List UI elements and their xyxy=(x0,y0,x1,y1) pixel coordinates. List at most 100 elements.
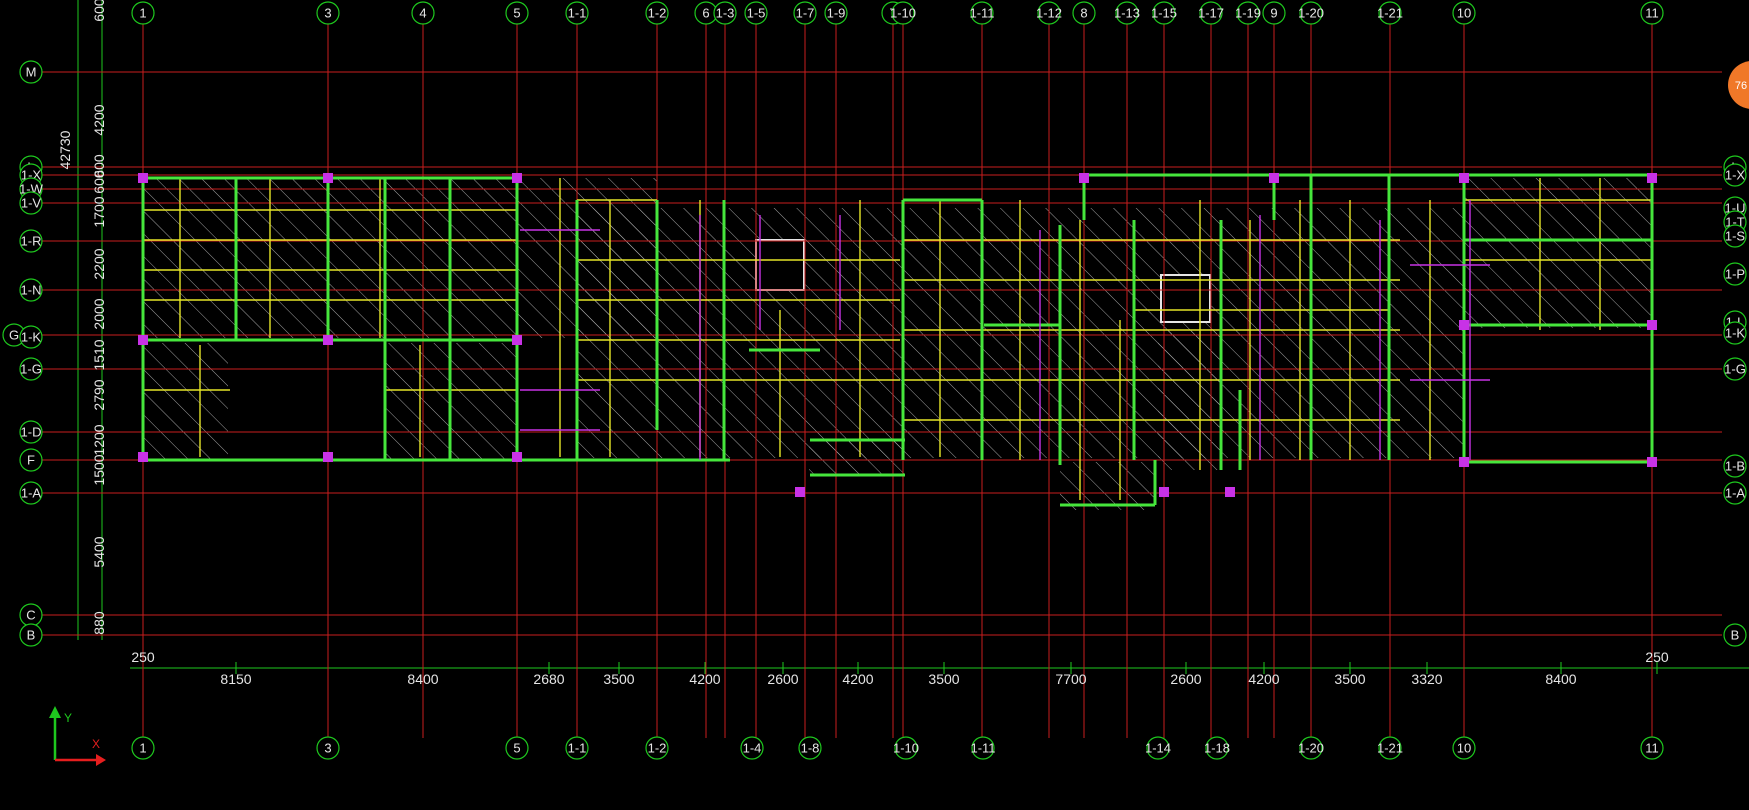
grid-bubble-left[interactable]: 1-D xyxy=(19,420,43,444)
grid-bubble-right[interactable]: 1-X xyxy=(1723,163,1747,187)
grid-bubble-left[interactable]: M xyxy=(19,60,43,84)
grid-bubble-top[interactable]: 1-5 xyxy=(744,1,768,25)
grid-bubble-left[interactable]: B xyxy=(19,623,43,647)
grid-bubble-top[interactable]: 8 xyxy=(1072,1,1096,25)
grid-bubble-label: 1-V xyxy=(21,196,42,211)
grid-bubble-bottom[interactable]: 10 xyxy=(1452,736,1476,760)
grid-bubble-top[interactable]: 1-21 xyxy=(1377,1,1403,25)
dimension-horizontal: 8400 xyxy=(407,671,438,687)
grid-bubble-circle xyxy=(19,420,43,444)
grid-bubble-right[interactable]: 1-G xyxy=(1723,357,1747,381)
grid-bubble-label: 1-K xyxy=(21,330,42,345)
grid-bubble-bottom[interactable]: 11 xyxy=(1640,736,1664,760)
grid-bubble-label: 1-18 xyxy=(1204,741,1230,756)
grid-bubble-top[interactable]: 1-1 xyxy=(565,1,589,25)
grid-bubble-bottom[interactable]: 1-11 xyxy=(970,736,996,760)
grid-bubble-label: 1-10 xyxy=(893,741,919,756)
grid-bubble-circle xyxy=(1723,481,1747,505)
grid-bubble-left[interactable]: F xyxy=(19,448,43,472)
grid-bubble-bottom[interactable]: 1-2 xyxy=(645,736,669,760)
grid-bubble-left[interactable]: 1-V xyxy=(19,191,43,215)
grid-bubble-top[interactable]: 1-7 xyxy=(793,1,817,25)
grid-bubble-label: 1-7 xyxy=(796,6,815,21)
grid-bubble-right[interactable]: 1-P xyxy=(1723,262,1747,286)
grid-bubble-circle xyxy=(19,325,43,349)
dimension-vertical: 5400 xyxy=(91,536,107,567)
room-hatch xyxy=(903,208,984,458)
column xyxy=(1647,173,1657,183)
grid-bubble-left[interactable]: 1-R xyxy=(19,229,43,253)
grid-bubble-top[interactable]: 1-17 xyxy=(1198,1,1224,25)
grid-bubble-bottom[interactable]: 1 xyxy=(131,736,155,760)
grid-bubble-top[interactable]: 9 xyxy=(1262,1,1286,25)
ucs-x-label: X xyxy=(92,737,100,751)
grid-bubble-bottom[interactable]: 3 xyxy=(316,736,340,760)
grid-bubble-label: C xyxy=(26,608,35,623)
dimension-horizontal: 2680 xyxy=(533,671,564,687)
grid-bubble-label: 1-P xyxy=(1725,267,1745,282)
notification-badge[interactable]: 76 xyxy=(1728,61,1749,109)
grid-bubble-top[interactable]: 1-19 xyxy=(1235,1,1261,25)
grid-bubble-right[interactable]: 1-K xyxy=(1723,321,1747,345)
grid-bubble-circle xyxy=(1640,736,1664,760)
grid-bubble-bottom[interactable]: 1-4 xyxy=(740,736,764,760)
grid-bubble-left[interactable]: 1-G xyxy=(19,357,43,381)
grid-bubble-circle xyxy=(19,481,43,505)
grid-bubble-left[interactable]: C xyxy=(19,603,43,627)
grid-bubble-top[interactable]: 1-12 xyxy=(1036,1,1062,25)
grid-bubble-circle xyxy=(565,1,589,25)
grid-bubble-top[interactable]: 1 xyxy=(131,1,155,25)
grid-bubble-bottom[interactable]: 1-10 xyxy=(893,736,919,760)
grid-bubble-circle xyxy=(1378,1,1402,25)
grid-bubble-label: 1-19 xyxy=(1235,6,1261,21)
grid-bubble-top[interactable]: 3 xyxy=(316,1,340,25)
grid-bubble-left[interactable]: 1-K xyxy=(19,325,43,349)
grid-bubble-label: 1-11 xyxy=(969,6,994,21)
grid-bubble-bottom[interactable]: 1-21 xyxy=(1377,736,1403,760)
grid-bubble-label: 1-13 xyxy=(1114,6,1140,21)
grid-bubble-right[interactable]: 1-S xyxy=(1723,224,1747,248)
grid-bubble-top[interactable]: 1-11 xyxy=(969,1,995,25)
grid-bubble-circle xyxy=(505,1,529,25)
grid-bubble-bottom[interactable]: 1-20 xyxy=(1298,736,1324,760)
grid-bubble-circle xyxy=(1723,163,1747,187)
column xyxy=(512,173,522,183)
grid-bubble-right[interactable]: 1-A xyxy=(1723,481,1747,505)
grid-bubble-top[interactable]: 1-15 xyxy=(1151,1,1177,25)
grid-bubble-circle xyxy=(1452,1,1476,25)
grid-bubble-bottom[interactable]: 1-18 xyxy=(1204,736,1230,760)
grid-bubble-bottom[interactable]: 1-8 xyxy=(798,736,822,760)
column xyxy=(323,173,333,183)
grid-bubble-circle xyxy=(798,736,822,760)
grid-bubble-circle xyxy=(19,278,43,302)
room-hatch xyxy=(824,208,902,458)
grid-bubble-bottom[interactable]: 1-14 xyxy=(1145,736,1171,760)
grid-bubble-top[interactable]: 1-20 xyxy=(1298,1,1324,25)
grid-bubble-circle xyxy=(505,736,529,760)
stair-opening xyxy=(755,239,805,291)
grid-bubble-left[interactable]: 1-A xyxy=(19,481,43,505)
grid-bubble-top[interactable]: 11 xyxy=(1640,1,1664,25)
grid-bubble-top[interactable]: 1-9 xyxy=(824,1,848,25)
grid-bubble-circle xyxy=(131,1,155,25)
grid-bubble-top[interactable]: 1-13 xyxy=(1114,1,1140,25)
grid-bubble-circle xyxy=(1723,357,1747,381)
grid-bubble-label: 1-20 xyxy=(1298,741,1324,756)
grid-bubble-bottom[interactable]: 1-1 xyxy=(565,736,589,760)
grid-bubble-label: 11 xyxy=(1645,6,1659,21)
grid-bubble-top[interactable]: 4 xyxy=(411,1,435,25)
grid-bubble-top[interactable]: 10 xyxy=(1452,1,1476,25)
grid-bubble-top[interactable]: 1-10 xyxy=(890,1,916,25)
grid-bubble-top[interactable]: 1-3 xyxy=(713,1,737,25)
grid-bubble-label: 4 xyxy=(419,6,426,21)
grid-bubble-left[interactable]: 1-N xyxy=(19,278,43,302)
column xyxy=(1159,487,1169,497)
grid-bubble-bottom[interactable]: 5 xyxy=(505,736,529,760)
grid-bubble-top[interactable]: 5 xyxy=(505,1,529,25)
grid-bubble-right[interactable]: 1-B xyxy=(1723,454,1747,478)
dimension-horizontal: 3500 xyxy=(928,671,959,687)
grid-bubble-top[interactable]: 1-2 xyxy=(645,1,669,25)
grid-bubble-right[interactable]: B xyxy=(1723,623,1747,647)
grid-bubble-label: 1-K xyxy=(1725,326,1746,341)
